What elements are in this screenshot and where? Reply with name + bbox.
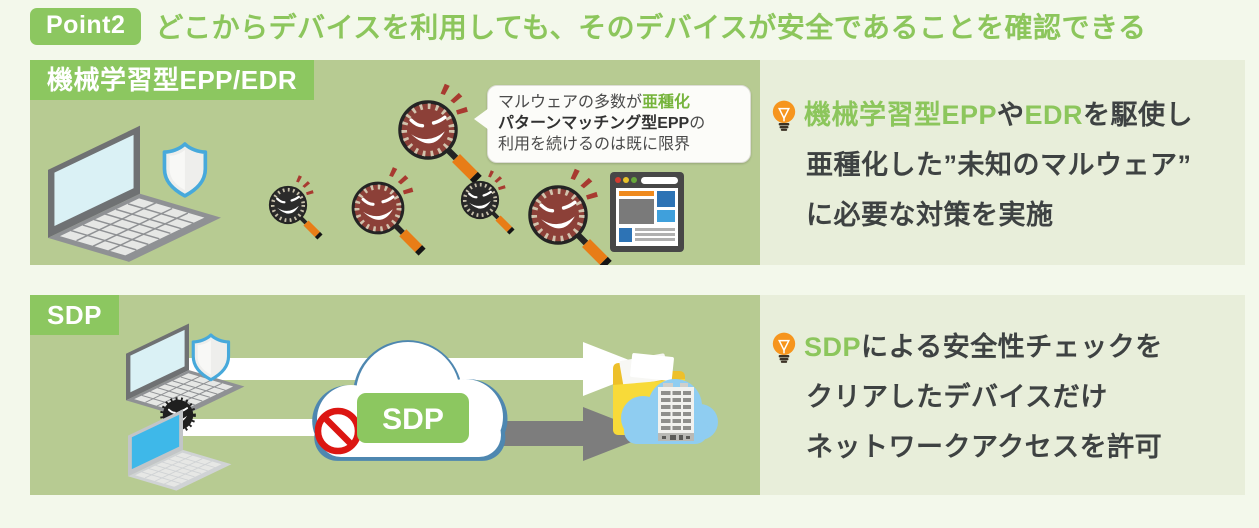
sdp-section-label: SDP <box>30 295 119 335</box>
epp-note-line3: に必要な対策を実施 <box>806 200 1054 230</box>
epp-illustration-panel: 機械学習型EPP/EDR マルウェアの多数が亜種化 パターンマッチング型EPPの… <box>30 60 760 265</box>
lightbulb-icon <box>772 99 796 132</box>
sdp-note-line2: クリアしたデバイスだけ <box>806 382 1108 412</box>
building-icon <box>658 383 694 441</box>
sdp-illustration: SDP <box>125 323 718 492</box>
sdp-cloud-icon: SDP <box>312 340 508 461</box>
virus-magnifier-icon <box>270 175 323 239</box>
lightbulb-icon <box>772 331 796 364</box>
sdp-illustration-panel: SDP SDP <box>30 295 760 495</box>
virus-magnifier-icon <box>353 167 425 256</box>
bubble-text: マルウェアの多数が亜種化 パターンマッチング型EPPの 利用を続けるのは既に限界 <box>498 94 706 153</box>
point-badge: Point2 <box>30 7 142 45</box>
page-title: どこからデバイスを利用しても、そのデバイスが安全であることを確認できる <box>155 12 1147 43</box>
virus-magnifier-icon <box>530 169 612 265</box>
sdp-cloud-badge <box>357 393 469 443</box>
section-sdp: SDP SDP <box>30 295 1245 495</box>
blocked-arrow <box>180 419 340 436</box>
epp-note-line2: 亜種化した”未知のマルウェア” <box>806 150 1192 180</box>
prohibition-icon <box>314 407 362 455</box>
header: Point2 どこからデバイスを利用しても、そのデバイスが安全であることを確認で… <box>30 6 1146 46</box>
section-epp: 機械学習型EPP/EDR マルウェアの多数が亜種化 パターンマッチング型EPPの… <box>30 60 1245 265</box>
virus-magnifier-icon <box>400 84 482 184</box>
epp-speech-bubble: マルウェアの多数が亜種化 パターンマッチング型EPPの 利用を続けるのは既に限界 <box>474 85 751 163</box>
browser-window-icon <box>610 172 684 252</box>
epp-section-label: 機械学習型EPP/EDR <box>30 60 315 100</box>
sdp-note-line3: ネットワークアクセスを許可 <box>806 432 1163 462</box>
sdp-cloud-label: SDP <box>382 403 444 436</box>
virus-magnifier-icon <box>462 170 515 234</box>
laptop-shield-icon <box>47 124 222 263</box>
